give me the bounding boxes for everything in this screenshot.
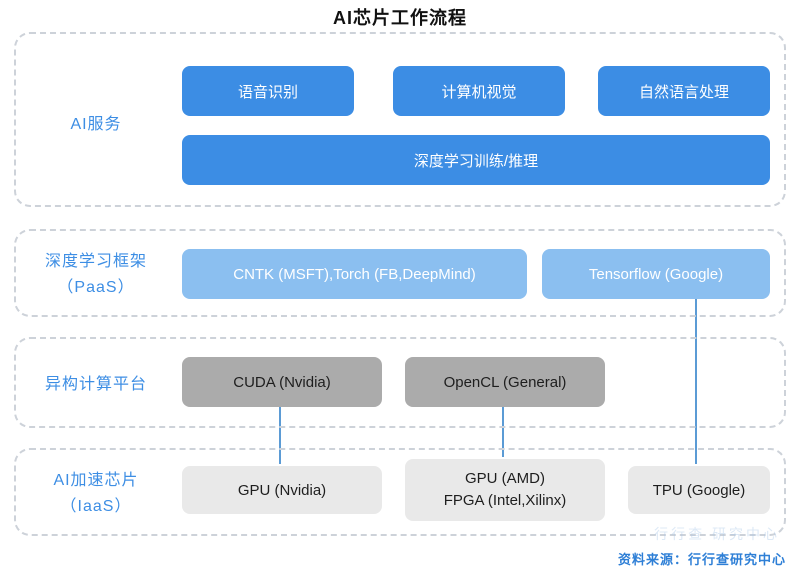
box-nlp: 自然语言处理 (598, 66, 770, 116)
source-note: 资料来源：行行查研究中心 (617, 552, 786, 567)
layer-ai-chips-label-line1: AI加速芯片 (53, 472, 139, 489)
box-tensorflow: Tensorflow (Google) (542, 249, 770, 299)
box-speech-recognition: 语音识别 (182, 66, 354, 116)
layer-hetero-compute-label: 异构计算平台 (44, 376, 147, 393)
layer-dl-framework-label-line2: （PaaS） (57, 279, 135, 296)
layer-ai-chips: AI加速芯片 （IaaS） GPU (Nvidia) GPU (AMD) FPG… (14, 448, 786, 536)
box-cntk-torch: CNTK (MSFT),Torch (FB,DeepMind) (182, 249, 527, 299)
connector-tensorflow-to-tpu (695, 297, 697, 464)
connector-opencl-to-gpu-amd-fpga (502, 405, 504, 457)
layer-dl-framework: 深度学习框架 （PaaS） CNTK (MSFT),Torch (FB,Deep… (14, 229, 786, 317)
layer-dl-framework-label: 深度学习框架 （PaaS） (26, 249, 166, 301)
layer-dl-framework-label-line1: 深度学习框架 (44, 253, 147, 270)
box-tpu-google: TPU (Google) (628, 466, 770, 514)
layer-ai-services: AI服务 语音识别 计算机视觉 自然语言处理 深度学习训练/推理 (14, 32, 786, 207)
connector-cuda-to-gpu-nvidia (279, 405, 281, 464)
box-cuda: CUDA (Nvidia) (182, 357, 382, 407)
box-opencl: OpenCL (General) (405, 357, 605, 407)
layer-ai-chips-label-line2: （IaaS） (60, 498, 132, 515)
box-gpu-amd-fpga: GPU (AMD) FPGA (Intel,Xilinx) (405, 459, 605, 521)
box-gpu-amd-fpga-line1: GPU (AMD) (465, 470, 545, 487)
watermark: 行行查 研究中心 (654, 526, 780, 542)
diagram-title: AI芯片工作流程 (333, 8, 467, 28)
box-computer-vision: 计算机视觉 (393, 66, 565, 116)
layer-ai-services-label: AI服务 (70, 116, 122, 133)
box-deep-learning-training-inference: 深度学习训练/推理 (182, 135, 770, 185)
box-gpu-nvidia: GPU (Nvidia) (182, 466, 382, 514)
box-gpu-amd-fpga-line2: FPGA (Intel,Xilinx) (443, 492, 567, 509)
layer-hetero-compute: 异构计算平台 CUDA (Nvidia) OpenCL (General) (14, 337, 786, 428)
layer-ai-chips-label: AI加速芯片 （IaaS） (26, 468, 166, 520)
